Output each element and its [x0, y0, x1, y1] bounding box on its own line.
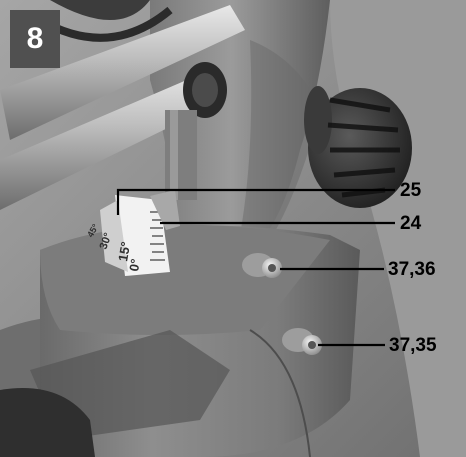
screw-37-36: [242, 253, 282, 278]
figure-number-badge: 8: [10, 10, 60, 68]
leader-lines: [116, 188, 395, 347]
callout-37-35: 37,35: [389, 335, 437, 356]
callout-37-36: 37,36: [388, 259, 436, 280]
callout-25: 25: [400, 180, 422, 201]
callout-24: 24: [400, 213, 422, 234]
scale-label-30: 30°: [98, 231, 115, 251]
scale-label-15: 15°: [115, 241, 133, 263]
angle-scale: 0° 15° 30° 45°: [85, 195, 170, 276]
scale-label-0: 0°: [126, 258, 143, 273]
screw-37-35: [282, 328, 322, 355]
